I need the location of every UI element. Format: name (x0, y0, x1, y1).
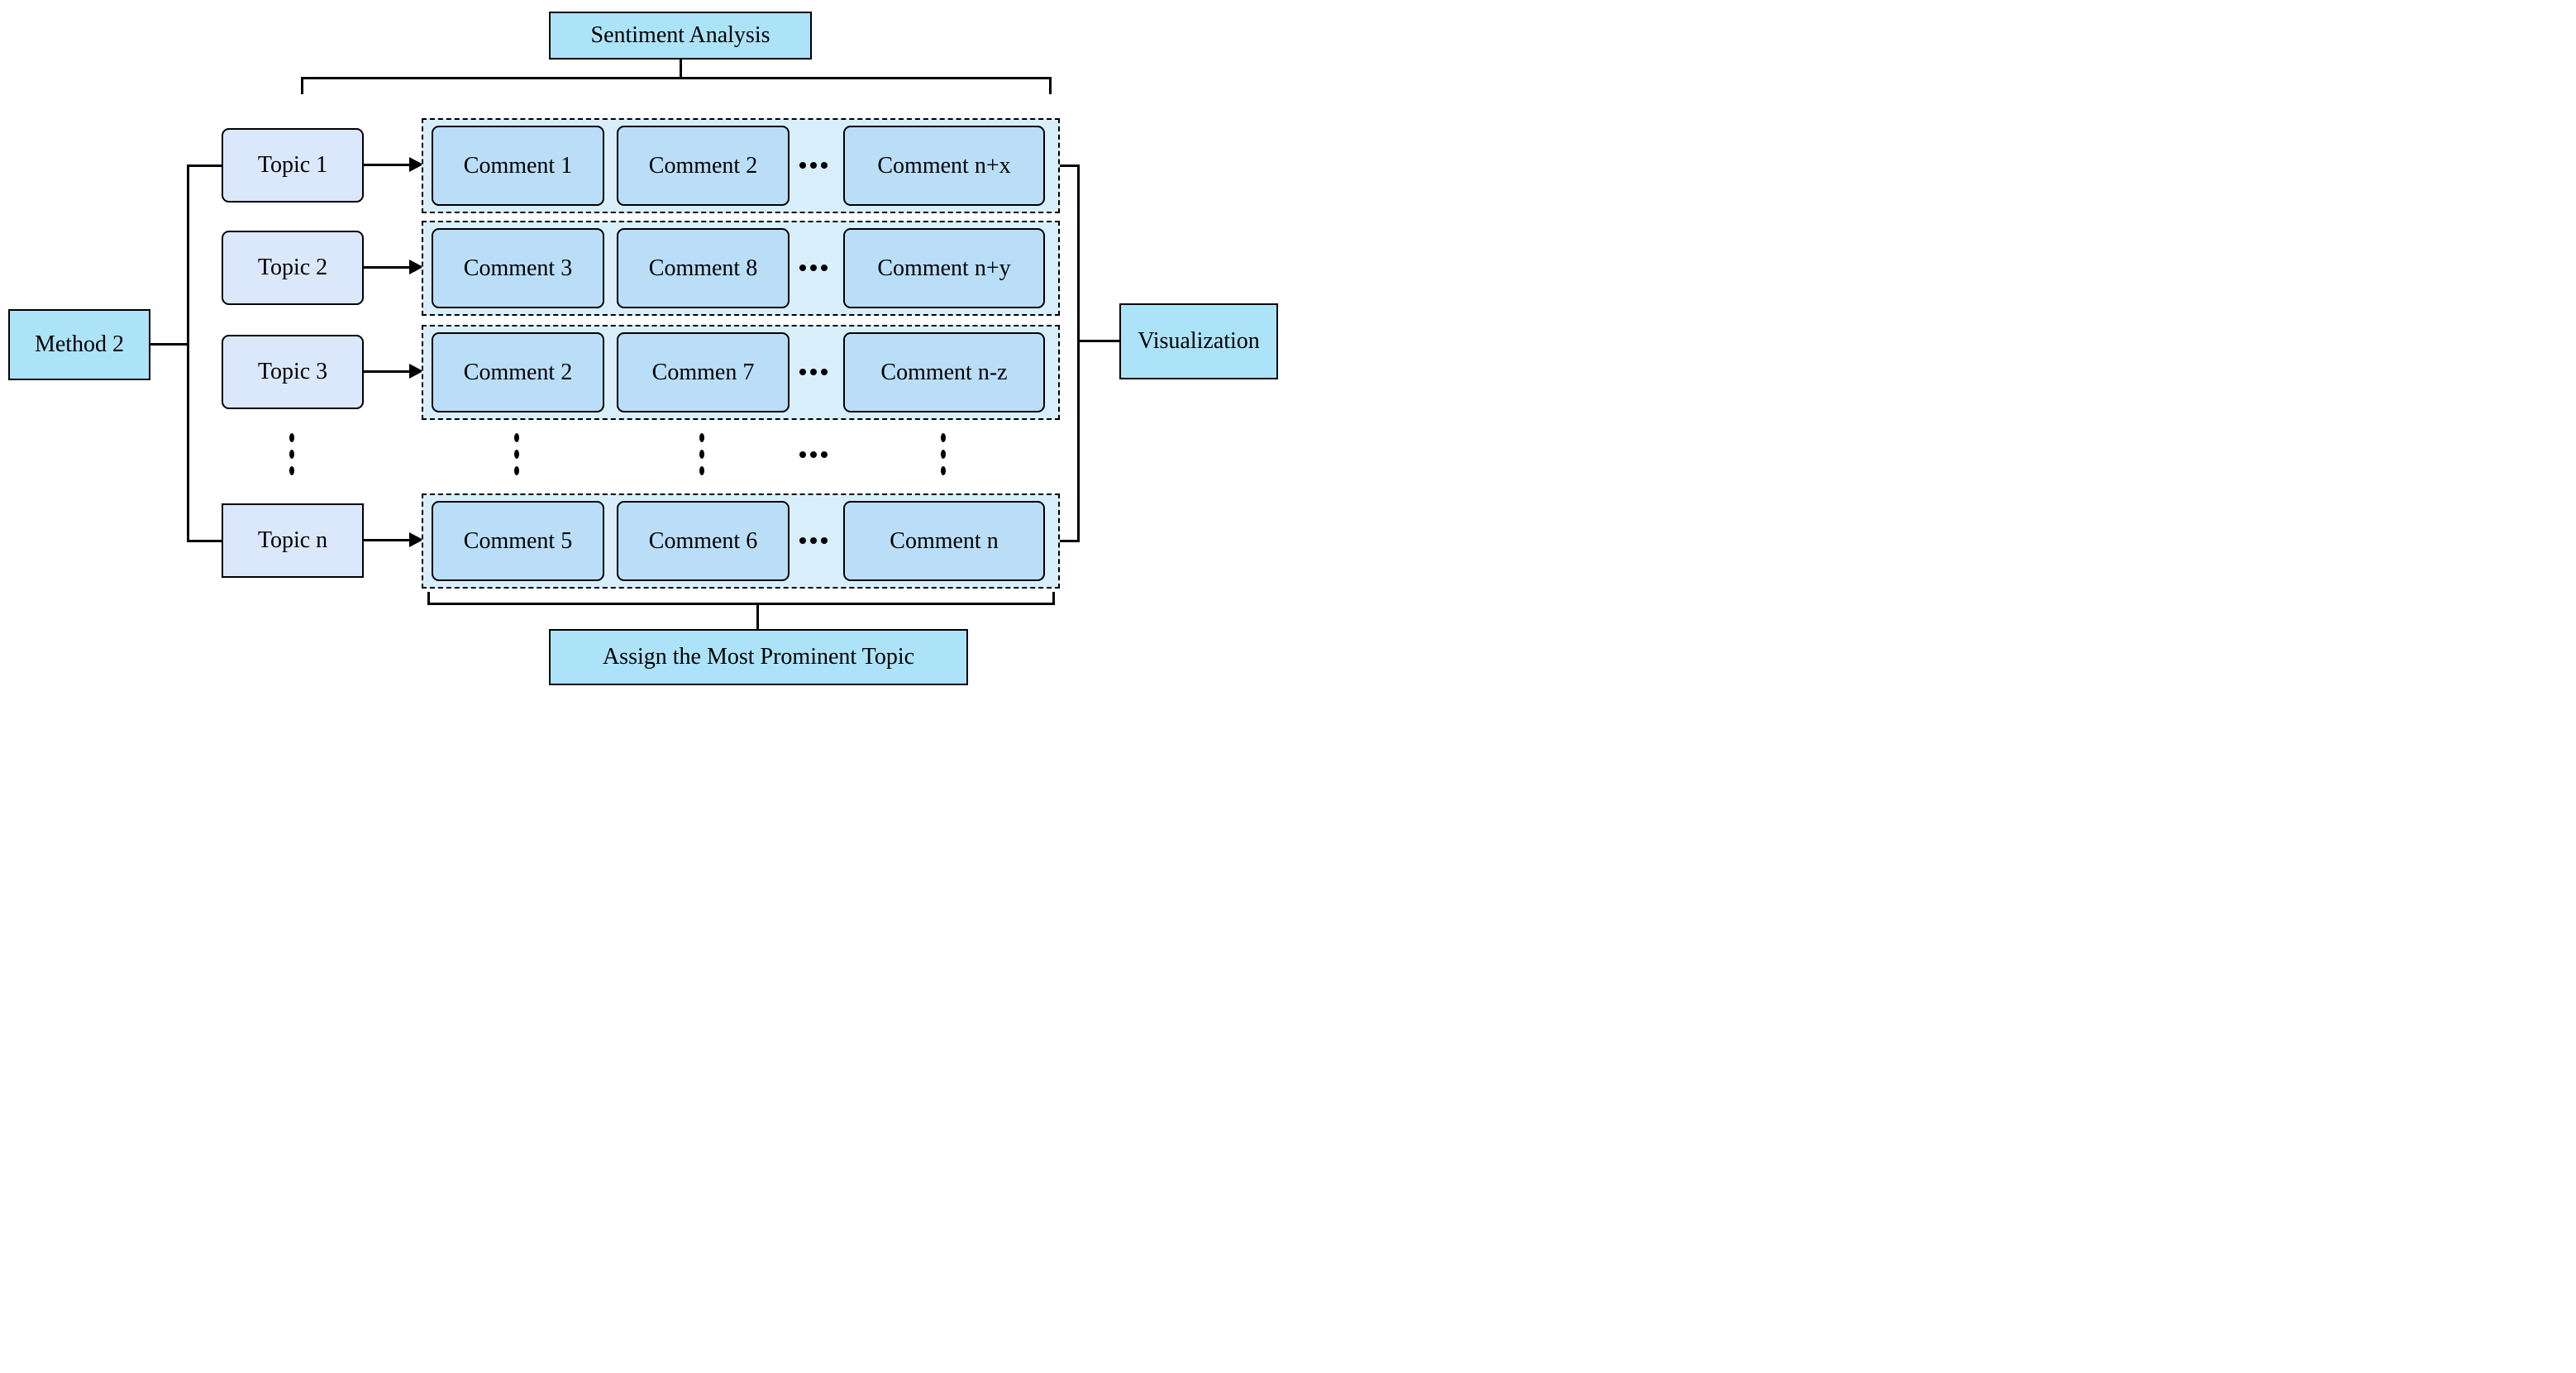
horizontal-ellipsis-icon (799, 369, 828, 375)
method-2-label: Method 2 (34, 331, 125, 357)
vertical-ellipsis-icon (699, 433, 704, 475)
arrow-line-row3 (364, 370, 411, 373)
flow-diagram-canvas: Sentiment Analysis Method 2 Topic 1 Comm… (0, 0, 1288, 687)
vertical-ellipsis-icon (514, 433, 519, 475)
topic-3-label: Topic 3 (257, 359, 328, 384)
top-bracket-line (301, 77, 1052, 79)
comment-label: Comment n+y (877, 255, 1011, 281)
comment-label: Comment 2 (463, 359, 573, 385)
assign-topic-box: Assign the Most Prominent Topic (549, 629, 968, 685)
bottom-bracket-line (427, 603, 1055, 605)
comment-box: Comment n-z (843, 332, 1045, 412)
comment-box: Comment 6 (617, 501, 789, 581)
left-trunk-line (187, 164, 189, 542)
comment-box: Comment 2 (617, 126, 789, 206)
comment-box: Comment 1 (432, 126, 604, 206)
sentiment-analysis-box: Sentiment Analysis (549, 12, 812, 60)
assign-stem-connector (756, 603, 759, 629)
sentiment-stem-connector (680, 60, 682, 79)
comment-box: Comment n+x (843, 126, 1045, 206)
comment-label: Comment 8 (648, 255, 758, 281)
topic-n-label: Topic n (257, 527, 328, 553)
topic-1-label: Topic 1 (257, 152, 328, 178)
comment-label: Comment 5 (463, 527, 573, 554)
topic-2-label: Topic 2 (257, 255, 328, 280)
top-bracket-right-stub (1049, 77, 1052, 94)
topic-box-3: Topic 3 (222, 335, 364, 409)
visualization-connector (1080, 340, 1119, 342)
trunk-topicn-stub (189, 540, 222, 542)
arrow-line-row1 (364, 164, 411, 166)
horizontal-ellipsis-icon (799, 265, 828, 271)
comment-box: Commen 7 (617, 332, 789, 412)
comment-label: Comment n (890, 527, 999, 554)
right-bracket-top-stub (1060, 164, 1080, 167)
horizontal-ellipsis-icon (799, 537, 828, 544)
comment-label: Comment 1 (463, 152, 573, 179)
comment-box: Comment n+y (843, 228, 1045, 308)
method-2-box: Method 2 (8, 309, 150, 380)
horizontal-ellipsis-icon (799, 162, 828, 169)
arrow-line-rown (364, 539, 411, 541)
arrow-head-icon-row2 (409, 260, 423, 274)
sentiment-analysis-label: Sentiment Analysis (590, 21, 770, 48)
vertical-ellipsis-icon (941, 433, 946, 475)
visualization-label: Visualization (1138, 327, 1260, 354)
comment-box: Comment 2 (432, 332, 604, 412)
comment-label: Commen 7 (651, 359, 755, 385)
topic-box-1: Topic 1 (222, 128, 364, 203)
right-bracket-line (1077, 164, 1080, 542)
comment-label: Comment 3 (463, 255, 573, 281)
bottom-bracket-left-stub (427, 592, 430, 605)
comment-label: Comment n+x (877, 152, 1011, 179)
comment-box: Comment 5 (432, 501, 604, 581)
bottom-bracket-right-stub (1052, 592, 1055, 605)
assign-topic-label: Assign the Most Prominent Topic (602, 643, 915, 670)
arrow-head-icon-rown (409, 532, 423, 547)
comment-box: Comment 8 (617, 228, 789, 308)
horizontal-ellipsis-icon (799, 451, 828, 458)
arrow-head-icon-row1 (409, 157, 423, 172)
visualization-box: Visualization (1119, 303, 1278, 379)
comment-label: Comment 2 (648, 152, 758, 179)
comment-label: Comment 6 (648, 527, 758, 554)
trunk-topic1-stub (189, 164, 222, 167)
arrow-line-row2 (364, 266, 411, 269)
top-bracket-left-stub (301, 77, 303, 94)
vertical-ellipsis-icon (289, 433, 294, 475)
topic-box-2: Topic 2 (222, 231, 364, 305)
comment-label: Comment n-z (880, 359, 1008, 385)
right-bracket-bottom-stub (1060, 540, 1080, 542)
method-trunk-connector (150, 343, 187, 346)
comment-box: Comment n (843, 501, 1045, 581)
arrow-head-icon-row3 (409, 364, 423, 379)
topic-box-n: Topic n (222, 503, 364, 578)
comment-box: Comment 3 (432, 228, 604, 308)
